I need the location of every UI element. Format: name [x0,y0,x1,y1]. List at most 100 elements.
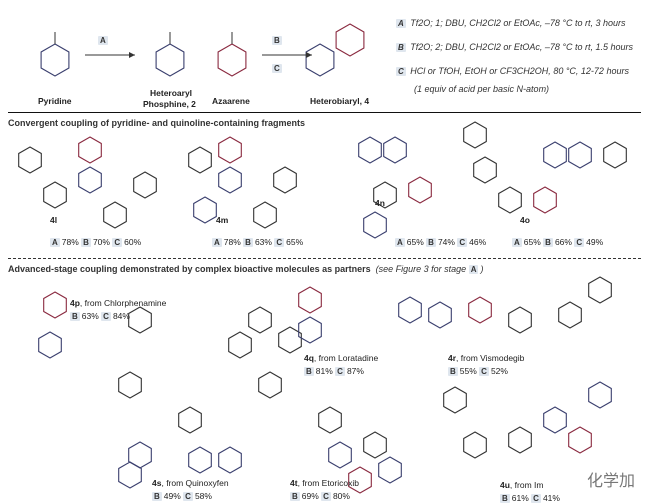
yield-tag: A [395,238,405,247]
ring [40,43,70,77]
ring [188,146,212,174]
section2-title: Advanced-stage coupling demonstrated by … [8,264,484,274]
ring [533,186,557,214]
ring [318,406,342,434]
yield-tag: C [274,238,285,247]
condition-c: C HCl or TfOH, EtOH or CF3CH2OH, 80 °C, … [396,66,629,76]
ring [128,306,152,334]
ring [373,181,397,209]
phosphine-label-2: Phosphine, 2 [143,99,196,109]
yield-tag: B [290,492,300,501]
ring [188,446,212,474]
yield-tag: A [50,238,60,247]
ring [603,141,627,169]
ring [248,306,272,334]
yield-tag: C [112,238,123,247]
ring [305,43,335,77]
compound-label: 4m [216,215,228,225]
ring [348,466,372,494]
compound-id: 4o [520,215,530,225]
ring [398,296,422,324]
yield-tag: B [81,238,91,247]
compound-label: 4u, from Im [500,480,543,490]
yield-value: 80% [332,491,350,501]
ring [218,446,242,474]
yield-tag: C [457,238,468,247]
compound-source: , from Etoricoxib [297,478,359,488]
yield-tag: A [212,238,222,247]
yield-tag: C [321,492,331,501]
condition-note: (1 equiv of acid per basic N-atom) [414,84,550,94]
ring [543,406,567,434]
ring [258,371,282,399]
yield-tag: C [183,492,193,501]
ring [558,301,582,329]
yield-tag: C [479,367,489,376]
step-a-tag: A [98,36,108,45]
compound-id: 4t [290,478,298,488]
phosphine-label-1: Heteroaryl [150,88,193,98]
yield-value: 49% [586,237,604,247]
ring [103,201,127,229]
ring [278,326,302,354]
ring [568,426,592,454]
yield-value: 63% [81,311,99,321]
watermark: 化学加 [586,473,635,490]
arrow-head [129,52,135,58]
yield-tag: C [101,312,111,321]
yield-value: 55% [459,366,477,376]
yield-value: 78% [223,237,241,247]
ring [335,23,365,57]
ring [298,286,322,314]
ring [543,141,567,169]
ring [588,276,612,304]
ring [463,121,487,149]
ring [328,441,352,469]
ring [18,146,42,174]
ring [463,431,487,459]
ring [38,331,62,359]
compound-id: 4s [152,478,162,488]
compound-source: , from Loratadine [313,353,379,363]
ring [193,196,217,224]
ring [78,166,102,194]
yield-value: 65% [406,237,424,247]
ring [363,211,387,239]
yield-value: 41% [542,493,560,503]
yield-tag: B [543,238,553,247]
yield-value: 69% [301,491,319,501]
arrow-head [306,52,312,58]
compound-source: , from Quinoxyfen [161,478,229,488]
ring [468,296,492,324]
step-b-tag: B [272,36,282,45]
ring [118,461,142,489]
ring [568,141,592,169]
compound-id: 4r [448,353,457,363]
yield-value: 65% [523,237,541,247]
yield-tag: B [70,312,80,321]
compound-id: 4n [375,198,385,208]
compound-id: 4u [500,480,510,490]
ring [217,43,247,77]
yield-tag: B [243,238,253,247]
yield-value: 84% [112,311,130,321]
compound-source: , from Chlorphenamine [79,298,167,308]
ring [443,386,467,414]
yield-value: 46% [469,237,487,247]
ring [298,316,322,344]
ring [588,381,612,409]
yield-tag: C [335,367,345,376]
ring [43,291,67,319]
ring [408,176,432,204]
ring [133,171,157,199]
